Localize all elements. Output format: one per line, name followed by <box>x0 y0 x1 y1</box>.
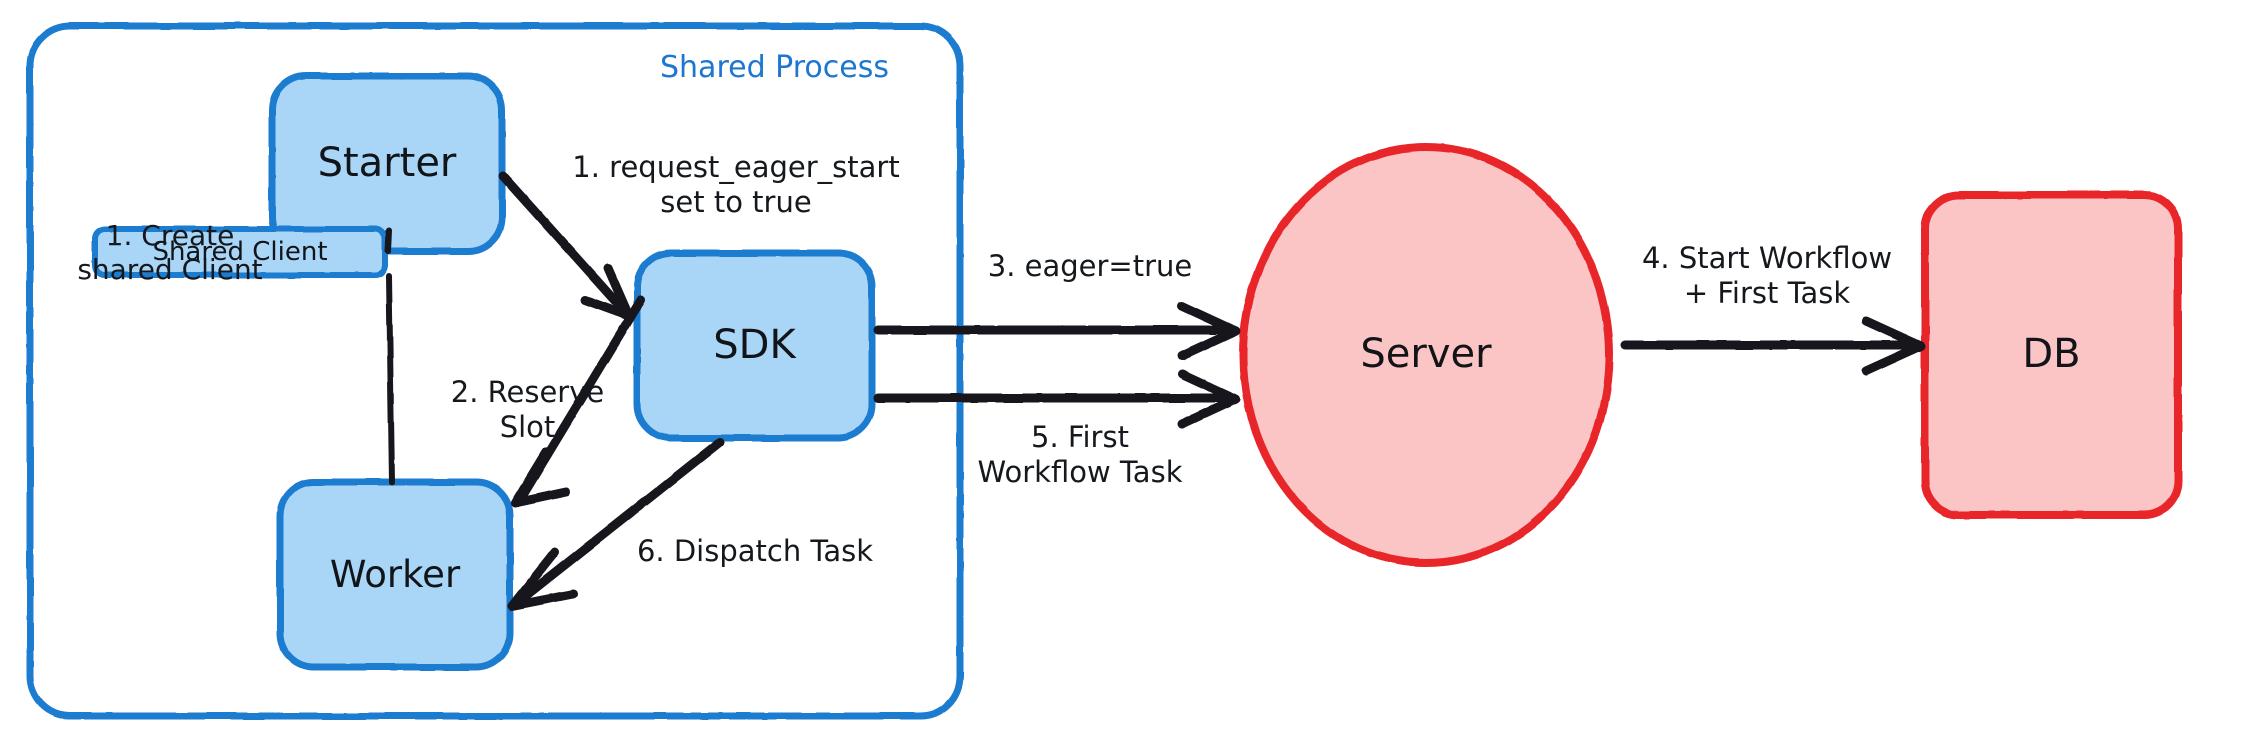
node-sdk-shape[interactable] <box>633 249 876 442</box>
edge-shared-client-worker <box>386 273 395 486</box>
edge-label-start-workflow: 4. Start Workflow + First Task <box>1641 240 1893 310</box>
group-shared-process <box>26 22 964 720</box>
edge-label-eager-true: 3. eager=true <box>987 249 1193 284</box>
edge-request-eager-start <box>498 171 630 317</box>
edge-dispatch-task <box>513 437 725 607</box>
edge-label-reserve-slot: 2. Reserve Slot <box>450 374 605 444</box>
edge-label-first-workflow-task: 5. First Workflow Task <box>977 419 1183 489</box>
group-label-shared-process: Shared Process <box>660 50 889 85</box>
edge-label-request-eager-start: 1. request_eager_start set to true <box>572 149 900 219</box>
node-worker-shape[interactable] <box>276 478 514 671</box>
node-shared-client-shape[interactable] <box>92 226 388 278</box>
edge-label-dispatch-task: 6. Dispatch Task <box>636 534 874 569</box>
edge-label-create-shared-client: 1. Create shared Client <box>77 218 263 286</box>
connector-group <box>385 171 1926 611</box>
node-server-shape[interactable] <box>1239 143 1613 567</box>
node-db-shape[interactable] <box>1921 191 2182 519</box>
edge-starter-shared-client <box>385 228 392 254</box>
